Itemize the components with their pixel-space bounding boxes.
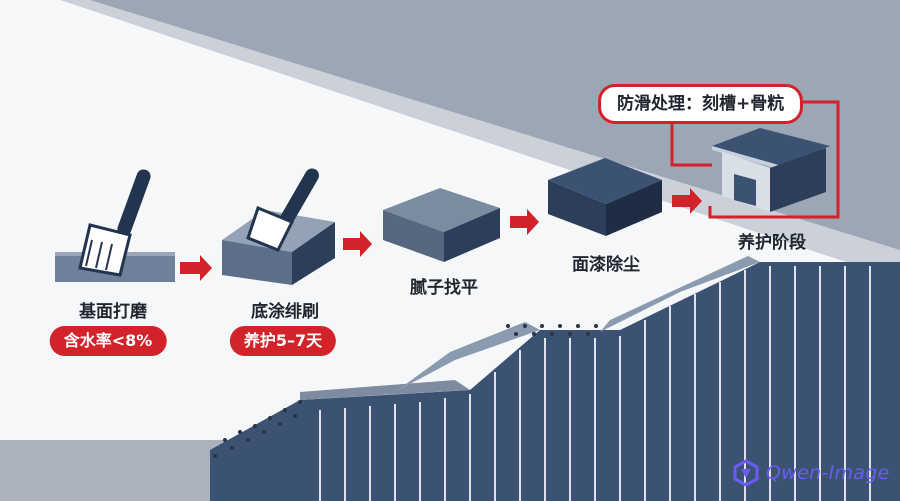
step3-label: 腻子找平	[410, 278, 478, 298]
brand-watermark: Qwen-Image	[732, 458, 890, 488]
callout-connector	[670, 100, 840, 219]
step5-label: 养护阶段	[738, 233, 806, 253]
step1-note-badge: 含水率<8%	[49, 326, 167, 356]
step5-illustration	[712, 128, 830, 212]
step4-label: 面漆除尘	[572, 255, 640, 275]
step2-label: 底涂绯刷	[251, 302, 319, 322]
step2-note-badge: 养护5–7天	[229, 326, 337, 356]
ramp-structure	[210, 256, 900, 501]
brand-name: Qwen-Image	[766, 462, 890, 484]
step2-illustration	[222, 168, 335, 285]
brand-logo-icon	[733, 459, 759, 487]
step1-label: 基面打磨	[79, 302, 147, 322]
flow-arrows	[180, 188, 702, 281]
step4-illustration	[548, 158, 662, 236]
step1-illustration	[55, 169, 175, 282]
step3-illustration	[383, 188, 500, 262]
anti-slip-callout: 防滑处理：刻槽+骨粇	[598, 84, 804, 124]
